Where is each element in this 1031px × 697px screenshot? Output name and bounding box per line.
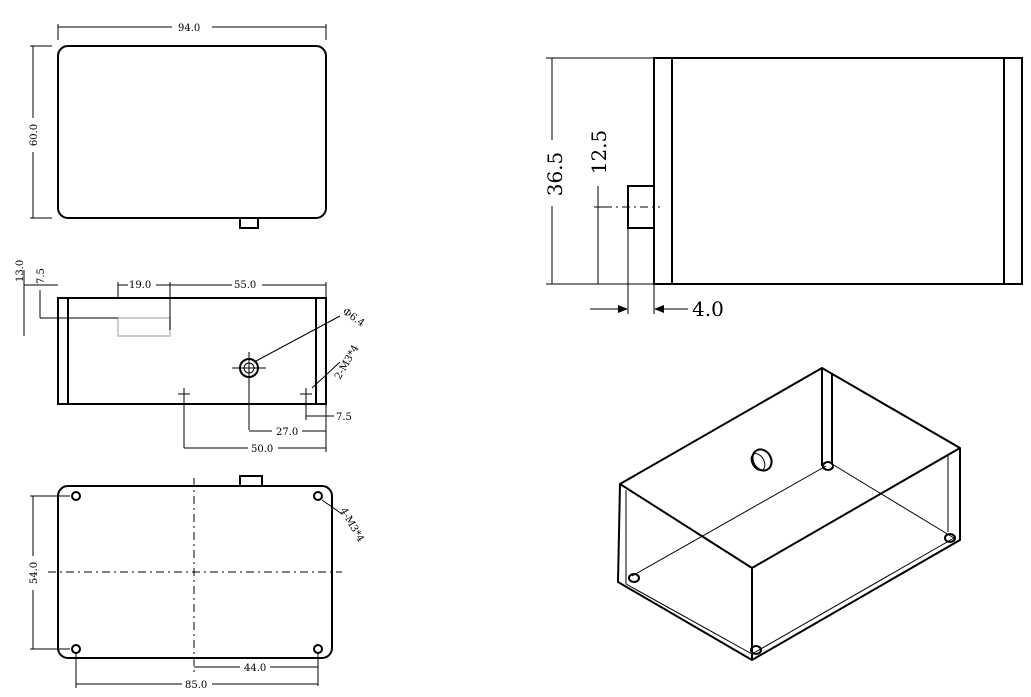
iso-screw-hole: [628, 573, 640, 583]
screw-hole: [71, 644, 81, 654]
bottom-screws-label: 4-M3*4: [337, 506, 365, 544]
bottom-view: 4-M3*4 54.0 44.0 85.0: [29, 475, 366, 691]
iso-outer-edge: [617, 448, 961, 661]
top-height-label: 60.0: [29, 124, 40, 146]
dim-54: 54.0: [29, 562, 40, 584]
top-view: 94.0 60.0: [29, 23, 327, 229]
iso-top-face: [619, 367, 961, 569]
side-view-outline: [653, 57, 1023, 285]
isometric-view: [617, 367, 961, 661]
side-offset-label: 12.5: [587, 130, 611, 175]
dim-7-5-right: 7.5: [336, 412, 352, 423]
side-screw-label: 2-M3*4: [333, 343, 361, 381]
leader-line: [311, 361, 341, 389]
iso-inner-edge: [631, 465, 827, 577]
iso-hole: [751, 448, 773, 472]
bottom-view-connector: [239, 475, 263, 487]
dim-55: 55.0: [234, 280, 256, 291]
leader-line: [321, 499, 343, 515]
side-view: 36.5 12.5 4.0: [543, 57, 1023, 321]
top-width-label: 94.0: [178, 23, 200, 34]
screw-hole: [313, 644, 323, 654]
screw-hole: [313, 491, 323, 501]
top-view-outline: [57, 45, 327, 219]
iso-edge-offset: [625, 537, 955, 655]
front-view: 13.0 7.5 19.0 55.0 Φ6.4 2-M3*4 7.5 27.0 …: [15, 260, 366, 455]
hole-diameter-label: Φ6.4: [340, 306, 366, 329]
connector-hidden: [117, 317, 171, 337]
dim-50: 50.0: [251, 444, 273, 455]
dim-7-5-left: 7.5: [36, 268, 47, 284]
dimension-arrow: [654, 305, 664, 313]
iso-screw-hole: [822, 461, 834, 471]
side-depth-label: 4.0: [692, 297, 724, 321]
iso-screw-hole: [750, 645, 762, 655]
dim-44: 44.0: [244, 663, 266, 674]
iso-inner-edge: [831, 463, 955, 539]
dim-85: 85.0: [185, 680, 207, 691]
dim-19: 19.0: [129, 280, 151, 291]
iso-screw-hole: [944, 533, 956, 543]
dimension-arrow: [618, 305, 628, 313]
screw-hole: [71, 491, 81, 501]
front-view-outline: [57, 297, 327, 405]
dim-27: 27.0: [276, 427, 298, 438]
top-view-connector: [239, 217, 259, 229]
iso-hole-inner: [750, 453, 766, 471]
side-height-label: 36.5: [543, 152, 567, 197]
dim-13: 13.0: [15, 260, 26, 282]
leader-line: [255, 315, 341, 362]
